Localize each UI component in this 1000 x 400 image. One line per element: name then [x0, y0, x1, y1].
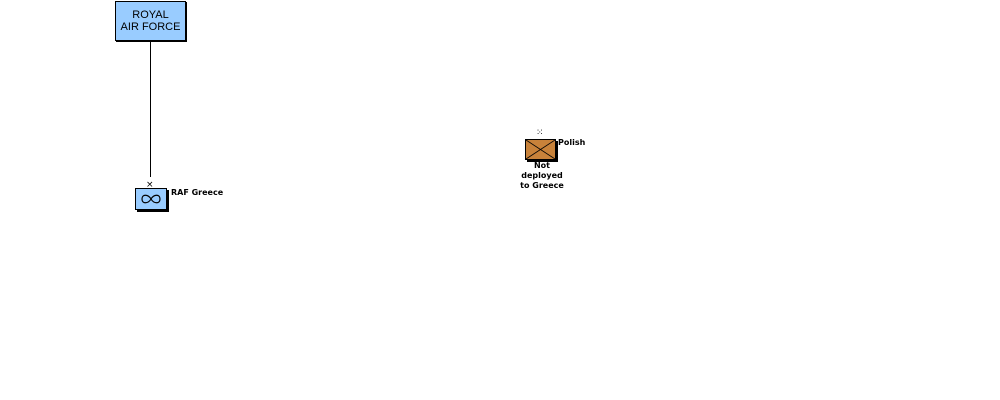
- raf-greece-label: RAF Greece: [171, 188, 224, 197]
- polish-note: Not deployed to Greece: [520, 161, 564, 190]
- hierarchy-connector: [150, 41, 151, 177]
- air-force-infinity-icon: [141, 194, 161, 204]
- hq-royal-air-force[interactable]: ROYAL AIR FORCE: [115, 1, 186, 41]
- unit-size-mark: ×: [146, 180, 154, 190]
- polish-unit-symbol[interactable]: [525, 139, 556, 160]
- raf-greece-unit-symbol[interactable]: [135, 188, 167, 210]
- unit-size-mark: ⁙: [536, 128, 544, 138]
- infantry-cross-icon: [526, 140, 555, 159]
- polish-label: Polish: [558, 138, 586, 147]
